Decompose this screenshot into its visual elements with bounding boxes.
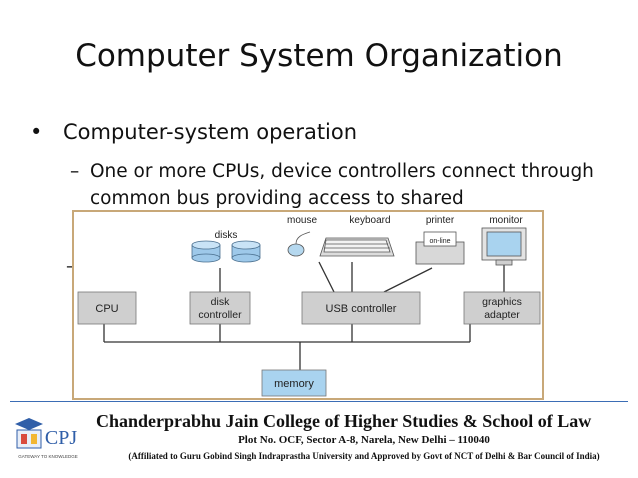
college-name: Chanderprabhu Jain College of Higher Stu… — [96, 411, 592, 431]
logo-tagline: GATEWAY TO KNOWLEDGE — [18, 454, 77, 459]
keyboard-label: keyboard — [349, 215, 390, 226]
graphics-adapter-label-1: graphics — [482, 296, 522, 308]
disks-label: disks — [215, 230, 238, 241]
disk-controller-label-2: controller — [198, 309, 242, 321]
memory-label: memory — [274, 378, 314, 390]
monitor-label: monitor — [489, 215, 523, 226]
slide-title: Computer System Organization — [75, 38, 563, 74]
graphics-adapter-box — [463, 291, 541, 325]
usb-controller-box — [301, 291, 421, 325]
sub-bullet-marker: – — [70, 161, 80, 182]
disk-icon — [191, 240, 261, 263]
mouse-icon — [287, 231, 311, 257]
college-address: Plot No. OCF, Sector A-8, Narela, New De… — [238, 434, 490, 446]
cpu-label: CPU — [95, 303, 118, 315]
online-label: on-line — [429, 238, 450, 245]
sub-bullet-marker-partial: – — [66, 256, 75, 277]
bullet-marker: • — [30, 120, 43, 144]
college-affiliation: (Affiliated to Guru Gobind Singh Indrapr… — [128, 451, 600, 461]
logo-text: CPJ — [45, 427, 77, 449]
bullet-text: Computer-system operation — [63, 120, 358, 144]
keyboard-icon — [319, 237, 395, 257]
bus-lines — [103, 261, 505, 370]
disk-controller-box — [189, 291, 251, 325]
sub-bullet-text: One or more CPUs, device controllers con… — [90, 161, 594, 209]
diagram-svg: disks mouse keyboard printer monitor — [77, 215, 541, 397]
printer-label: printer — [426, 215, 455, 226]
footer-divider — [10, 401, 628, 402]
printer-icon: on-line — [415, 231, 465, 265]
mouse-label: mouse — [287, 215, 317, 226]
disk-controller-label-1: disk — [211, 296, 230, 308]
logo-svg: CPJ GATEWAY TO KNOWLEDGE — [11, 414, 85, 462]
monitor-icon — [481, 227, 527, 266]
usb-controller-label: USB controller — [326, 303, 397, 315]
system-organization-diagram: disks mouse keyboard printer monitor — [72, 210, 544, 400]
memory-box — [261, 369, 327, 397]
cpu-box — [77, 291, 137, 325]
graphics-adapter-label-2: adapter — [484, 309, 520, 321]
college-logo: CPJ GATEWAY TO KNOWLEDGE — [11, 414, 85, 462]
